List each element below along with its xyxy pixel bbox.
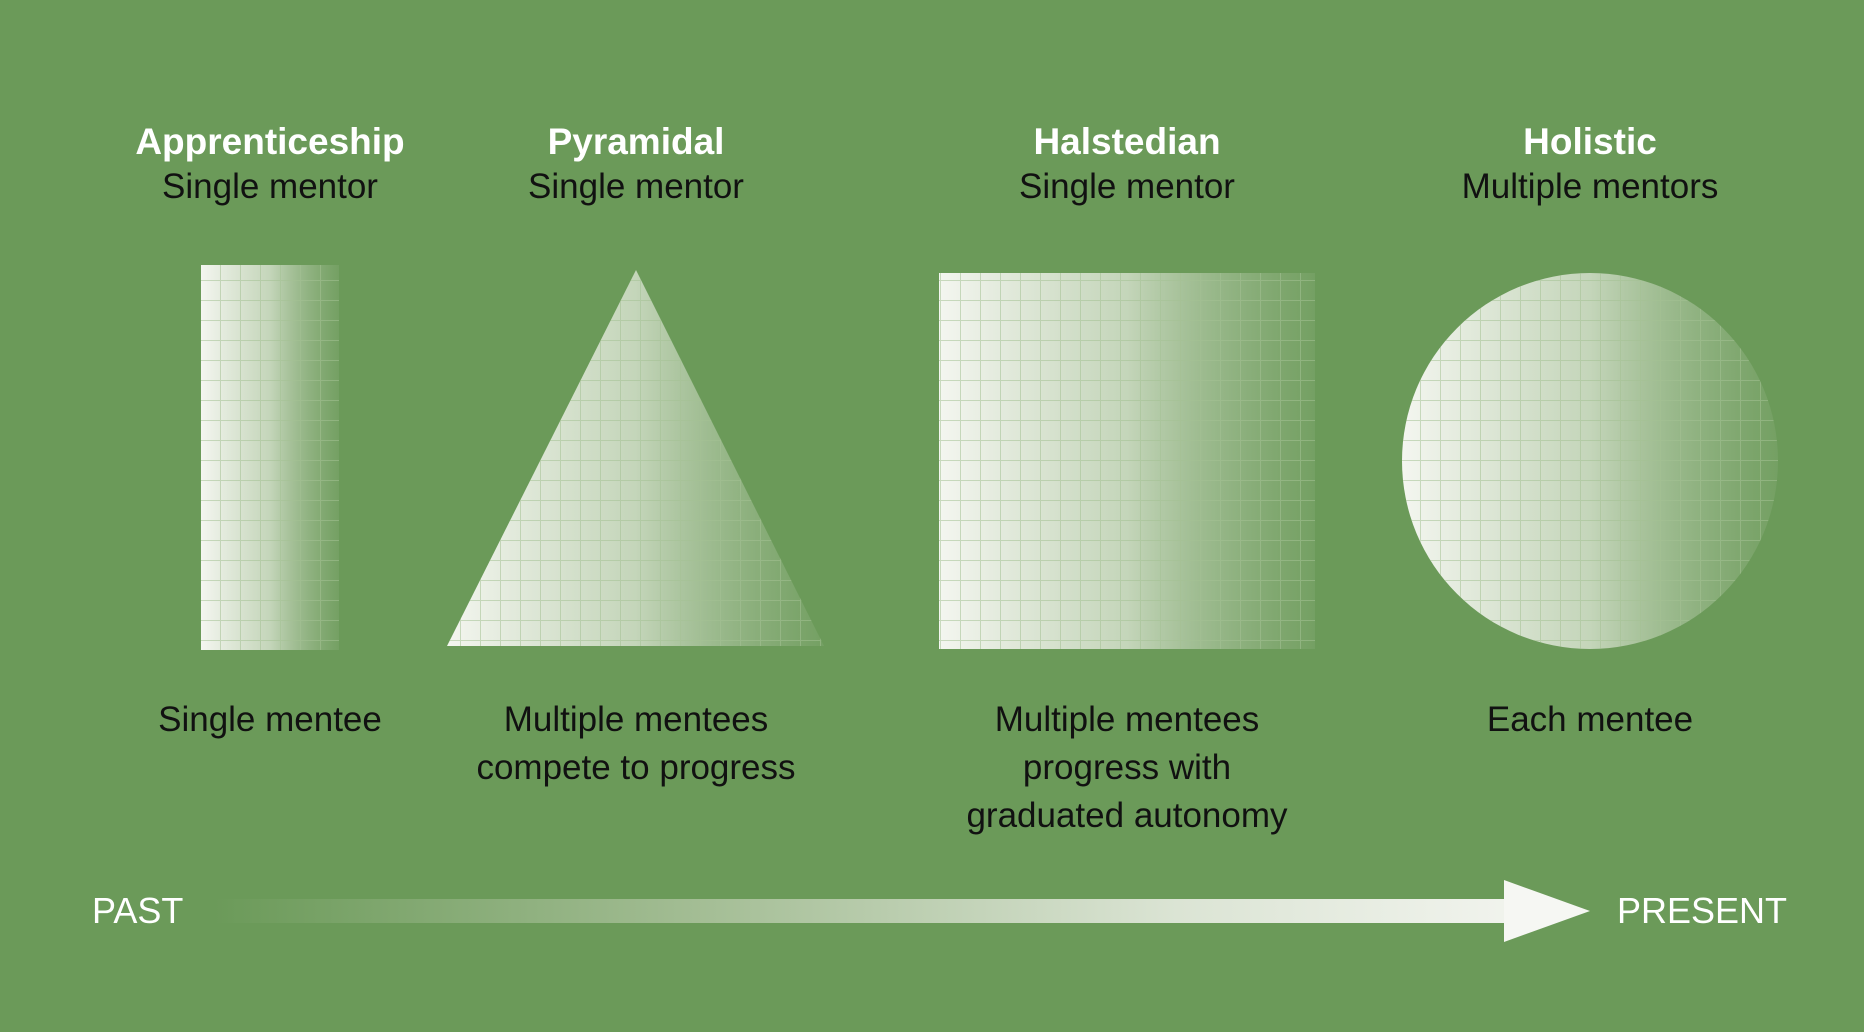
circle-shape-icon [1402,273,1778,649]
mentee-line: Each mentee [1486,700,1694,739]
model-mentee-halstedian: Multiple mentees progress with graduated… [897,696,1357,840]
rectangle-shape-icon [201,265,339,650]
model-title: Holistic [1523,121,1657,162]
model-header-halstedian: Halstedian Single mentor [917,120,1337,210]
mentee-line: Multiple mentees [503,700,769,739]
timeline-arrow-icon [214,880,1590,942]
timeline-end-label: PRESENT [1617,890,1788,931]
model-mentee-pyramidal: Multiple mentees compete to progress [406,696,866,792]
model-mentor: Single mentor [162,167,378,206]
timeline-start-label: PAST [92,890,184,931]
model-title: Pyramidal [547,121,725,162]
mentee-line: Single mentee [158,700,382,739]
model-title: Halstedian [1033,121,1221,162]
model-header-pyramidal: Pyramidal Single mentor [426,120,846,210]
mentee-line: Multiple mentees [994,700,1260,739]
square-shape-icon [939,273,1315,649]
model-mentee-holistic: Each mentee [1360,696,1820,744]
mentee-line: progress with [1022,748,1232,787]
model-header-apprenticeship: Apprenticeship Single mentor [60,120,480,210]
mentee-line: graduated autonomy [966,796,1288,835]
model-mentor: Multiple mentors [1461,167,1719,206]
triangle-shape-icon [447,270,824,646]
model-mentor: Single mentor [528,167,744,206]
model-mentor: Single mentor [1019,167,1235,206]
mentee-line: compete to progress [476,748,796,787]
model-title: Apprenticeship [135,121,405,162]
model-header-holistic: Holistic Multiple mentors [1380,120,1800,210]
model-mentee-apprenticeship: Single mentee [40,696,500,744]
